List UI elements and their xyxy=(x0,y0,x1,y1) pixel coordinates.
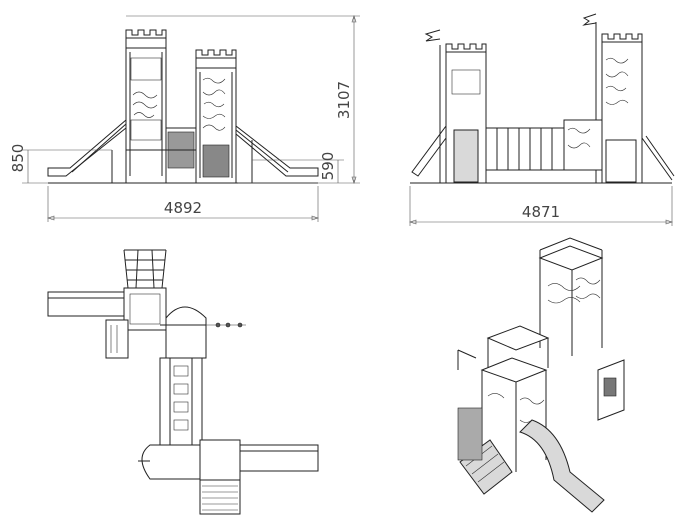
left-platform-height-label: 850 xyxy=(9,144,27,173)
isometric-view xyxy=(457,237,625,513)
side-elevation-view xyxy=(409,13,675,226)
total-height-label: 3107 xyxy=(335,81,353,119)
front-elevation-view xyxy=(22,15,360,222)
front-width-label: 4892 xyxy=(164,199,202,217)
plan-view xyxy=(47,249,319,515)
right-platform-height-label: 590 xyxy=(319,152,337,181)
side-width-label: 4871 xyxy=(522,203,560,221)
